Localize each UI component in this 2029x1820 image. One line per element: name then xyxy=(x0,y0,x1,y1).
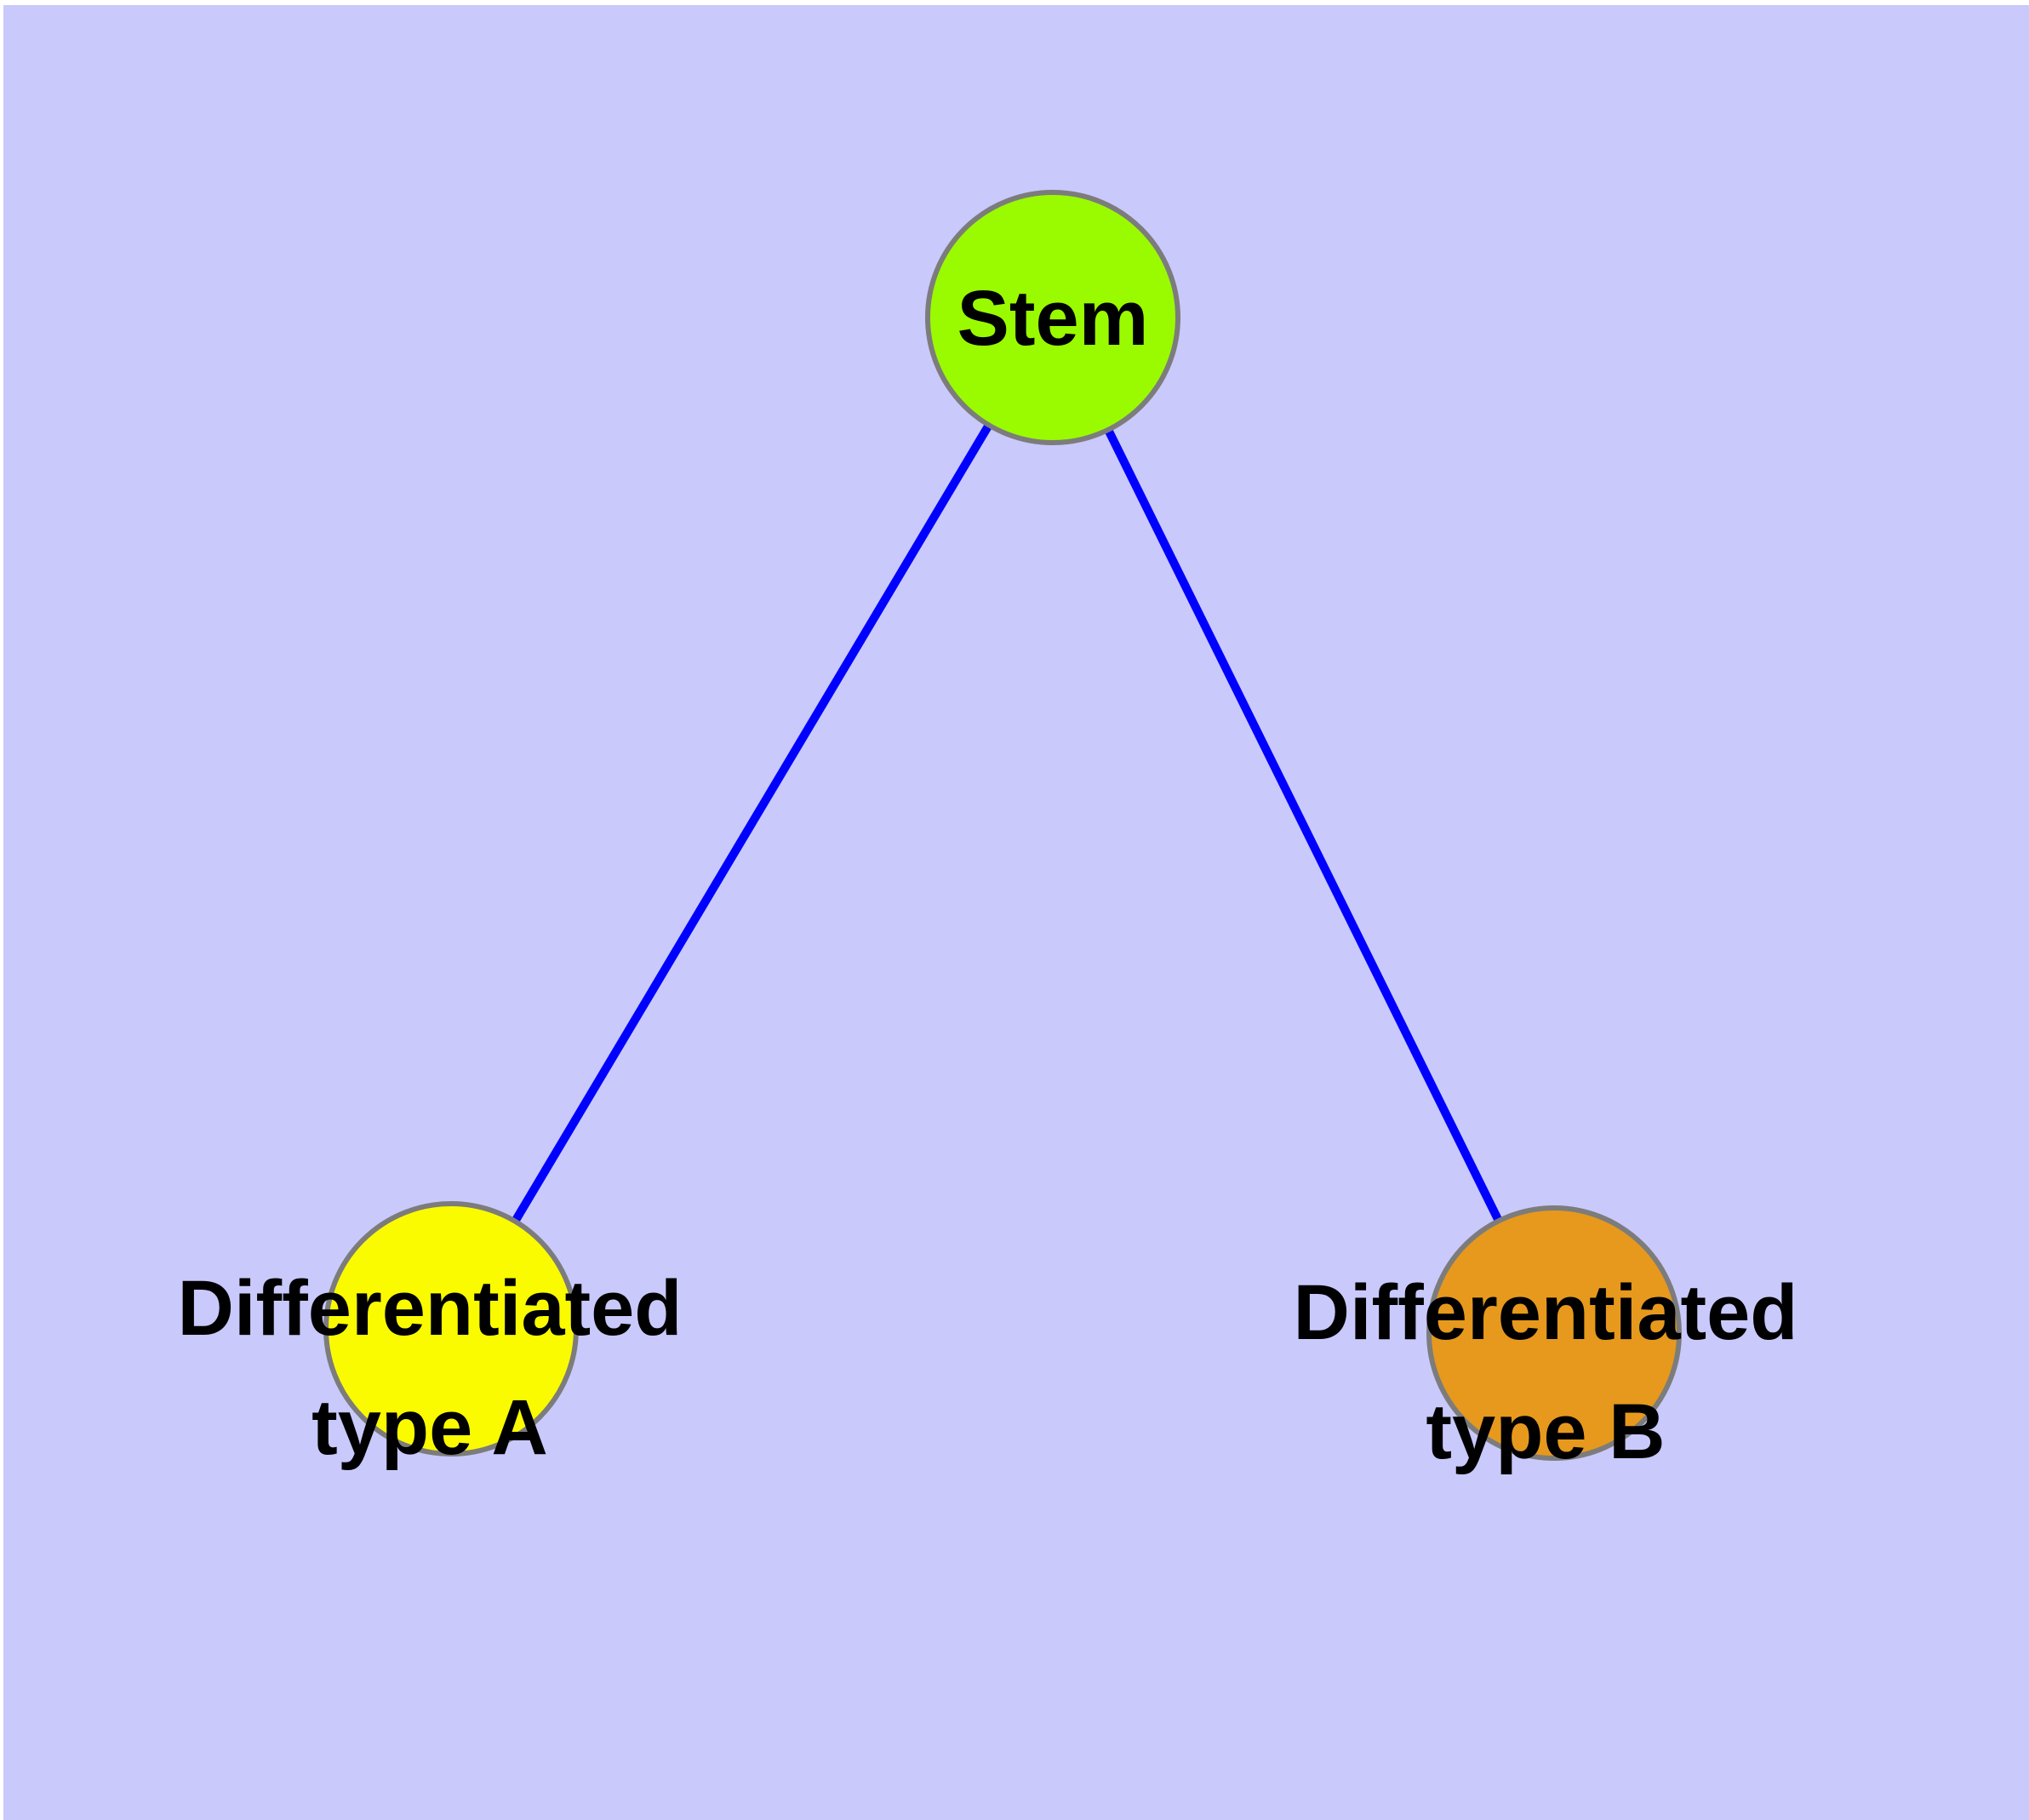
node-circle-typeA xyxy=(323,1201,579,1457)
node-label-line: type A xyxy=(311,1384,548,1471)
node-circle-stem xyxy=(925,190,1180,445)
node-label-line: Differentiated xyxy=(178,1265,683,1352)
edge-stem-typeA xyxy=(447,315,1057,1331)
node-label-line: Differentiated xyxy=(1294,1269,1798,1356)
node-stem: Stem xyxy=(925,190,1180,445)
node-circle-typeB xyxy=(1426,1205,1682,1461)
node-label-typeB: Differentiated type B xyxy=(1294,1269,1798,1475)
node-typeA: Differentiated type A xyxy=(178,1201,683,1471)
edges-layer xyxy=(447,315,1558,1336)
node-label-line: type B xyxy=(1426,1388,1665,1475)
node-label-stem: Stem xyxy=(957,275,1149,362)
node-label-line: Stem xyxy=(957,275,1149,362)
node-typeB: Differentiated type B xyxy=(1294,1205,1798,1475)
edge-stem-typeB xyxy=(1049,315,1558,1336)
node-label-typeA: Differentiated type A xyxy=(178,1265,683,1471)
